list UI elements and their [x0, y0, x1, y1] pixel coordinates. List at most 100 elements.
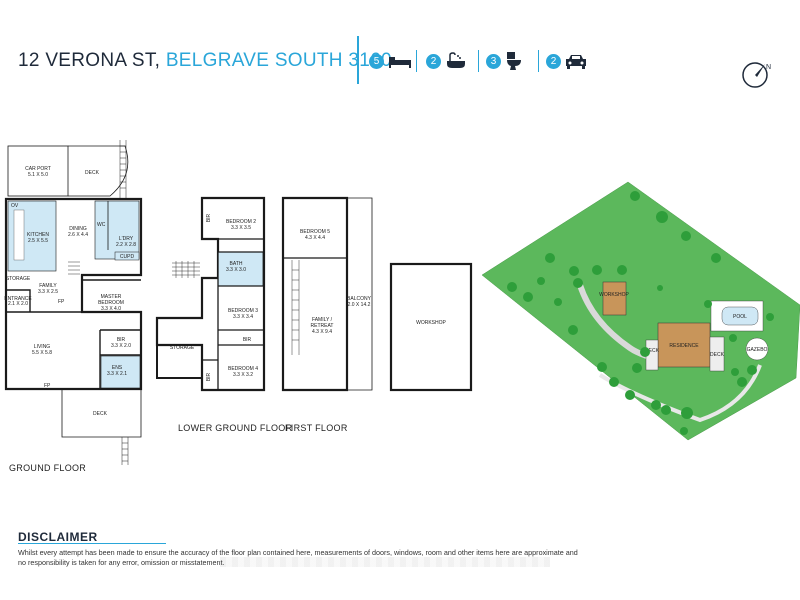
feature-divider: [416, 50, 417, 72]
car-port-label: CAR PORT: [25, 166, 51, 172]
site-workshop-label: WORKSHOP: [599, 292, 629, 298]
site-pool-label: POOL: [733, 314, 747, 320]
feature-parking: 2: [546, 50, 587, 72]
first-floor-label: FIRST FLOOR: [285, 423, 348, 433]
workshop-label: WORKSHOP: [416, 320, 446, 326]
master-label-2: BEDROOM: [98, 300, 124, 306]
fp-label-2: FP: [44, 383, 51, 389]
bath-icon: [447, 52, 465, 68]
ensuite-area: [100, 355, 141, 389]
master-label: MASTER: [101, 294, 122, 300]
compass-north-label: N: [766, 64, 771, 71]
cupd-area: [114, 251, 140, 261]
site-pool: [721, 306, 759, 326]
site-deck-2: [709, 336, 725, 372]
kitchen-label: KITCHEN: [27, 232, 49, 238]
floor-plans: CAR PORT 5.1 X 5.0 DECK OV KITCHEN 2.5 X…: [4, 140, 800, 465]
disclaimer-heading: DISCLAIMER: [18, 530, 98, 544]
workshop-walls: [389, 262, 473, 392]
feature-toilets: 3: [486, 50, 523, 72]
bir-size: 3.3 X 2.0: [111, 343, 131, 349]
balcony-label: BALCONY: [347, 296, 372, 302]
site-path: [598, 364, 762, 423]
ens-size: 3.3 X 2.1: [107, 371, 127, 377]
bir-label: BIR: [117, 337, 126, 343]
storage-lower-label: STORAGE: [170, 345, 195, 351]
toilet-count: 3: [486, 53, 501, 69]
suburb: BELGRAVE SOUTH 3160: [165, 50, 392, 71]
bed2-label: BEDROOM 2: [226, 219, 256, 225]
family-size: 3.3 X 2.5: [38, 289, 58, 295]
bed4-size: 3.3 X 3.2: [233, 372, 253, 378]
workshop-plan: WORKSHOP: [389, 262, 473, 392]
car-port-outline: [7, 145, 69, 197]
first-floor-plan: BEDROOM 5 4.3 X 4.4 BALCONY 2.0 X 14.2 F…: [281, 196, 373, 392]
family-retreat-size: 4.3 X 9.4: [312, 329, 332, 335]
wc-label: WC: [97, 222, 106, 228]
deck-top-label: DECK: [85, 170, 100, 176]
entrance-label: ENTRANCE: [4, 296, 32, 302]
ldry-size: 2.2 X 2.8: [116, 242, 136, 248]
address-title: 12 VERONA ST, BELGRAVE SOUTH 3160: [18, 50, 392, 72]
lower-stairs: [172, 261, 200, 278]
site-workshop: [602, 281, 627, 316]
header-divider: [357, 36, 359, 84]
bed5-size: 4.3 X 4.4: [305, 235, 325, 241]
parking-count: 2: [546, 53, 561, 69]
kitchen-size: 2.5 X 5.5: [28, 238, 48, 244]
feature-bedrooms: 5: [369, 50, 412, 72]
cupd-label: CUPD: [120, 254, 135, 260]
storage-label: STORAGE: [6, 276, 31, 282]
ldry-label: L'DRY: [119, 236, 134, 242]
kitchen-bench: [13, 209, 25, 261]
bed5-label: BEDROOM 5: [300, 229, 330, 235]
living-size: 5.5 X 5.8: [32, 350, 52, 356]
bir1-label: BIR: [206, 213, 212, 222]
ens-label: ENS: [112, 365, 123, 371]
bed3-size: 3.3 X 3.4: [233, 314, 253, 320]
bed3-label: BEDROOM 3: [228, 308, 258, 314]
bottom-stairs: [121, 437, 129, 465]
first-floor-walls: [281, 196, 349, 392]
feature-bathrooms: 2: [426, 50, 467, 72]
bed4-label: BEDROOM 4: [228, 366, 258, 372]
living-label: LIVING: [34, 344, 51, 350]
disclaimer-underline: [18, 543, 166, 544]
top-stairs: [119, 140, 127, 200]
ground-floor-label: GROUND FLOOR: [9, 463, 87, 473]
bed-icon: [389, 57, 411, 68]
bir2-label: BIR: [243, 337, 252, 343]
site-gazebo-label: GAZEBO: [747, 347, 768, 353]
bathroom-count: 2: [426, 53, 441, 69]
master-size: 3.3 X 4.0: [101, 306, 121, 312]
deck-bottom-label: DECK: [93, 411, 108, 417]
entrance-size: 2.1 X 2.0: [8, 301, 28, 307]
bedroom-count: 5: [369, 53, 384, 69]
compass-icon: N: [742, 62, 771, 88]
toilet-icon: [507, 52, 521, 70]
bath-area: [217, 251, 264, 287]
lower-ground-floor-label: LOWER GROUND FLOOR: [178, 423, 293, 433]
site-lot: [481, 181, 800, 441]
disclaimer-text: Whilst every attempt has been made to en…: [18, 548, 578, 567]
deck-bottom-outline: [61, 389, 142, 438]
bed2-size: 3.3 X 3.5: [231, 225, 251, 231]
site-gazebo: [745, 337, 769, 361]
bath-size: 3.3 X 3.0: [226, 267, 246, 273]
feature-divider: [538, 50, 539, 72]
site-residence-label: RESIDENCE: [669, 343, 699, 349]
ov-label: OV: [11, 203, 19, 209]
lower-ground-floor-plan: BIR BEDROOM 2 3.3 X 3.5 BATH 3.3 X 3.0 B…: [155, 196, 266, 392]
bath-label: BATH: [230, 261, 243, 267]
family-retreat-label-2: RETREAT: [311, 323, 334, 329]
site-deck-label-2: DECK: [710, 352, 725, 358]
disclaimer-watermark: [220, 557, 550, 567]
balcony-outline: [347, 197, 373, 391]
family-label: FAMILY: [39, 283, 57, 289]
first-floor-stairs: [291, 260, 300, 355]
fp-label-1: FP: [58, 299, 65, 305]
laundry-area: [94, 200, 140, 260]
ground-floor-plan: CAR PORT 5.1 X 5.0 DECK OV KITCHEN 2.5 X…: [4, 140, 143, 465]
family-retreat-label: FAMILY /: [312, 317, 333, 323]
balcony-size: 2.0 X 14.2: [348, 302, 371, 308]
